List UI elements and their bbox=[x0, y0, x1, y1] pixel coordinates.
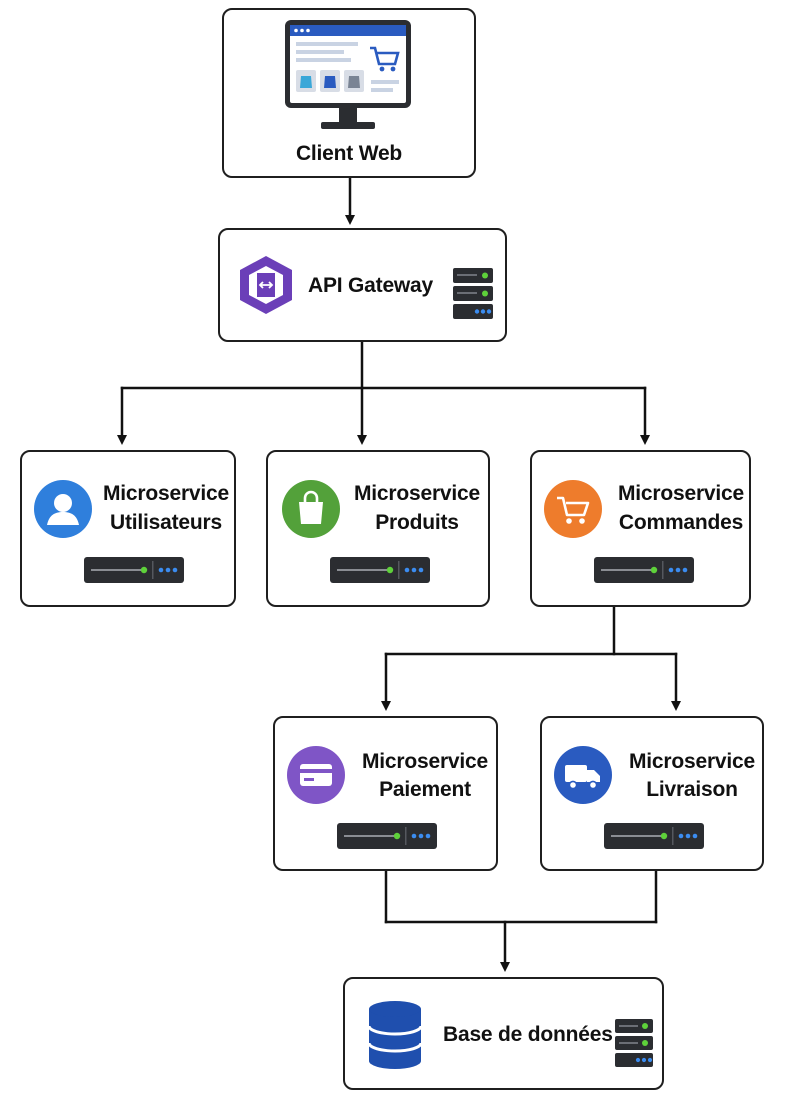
client-web-node: Client Web bbox=[222, 8, 476, 178]
api-gateway-hexagon-icon bbox=[240, 256, 292, 314]
user-icon bbox=[34, 480, 92, 538]
paiement-title-line1: Microservice bbox=[361, 750, 488, 773]
server-stack-icon bbox=[453, 268, 493, 319]
delivery-truck-icon bbox=[554, 746, 612, 804]
cart-icon bbox=[544, 480, 602, 538]
commandes-service-node: Microservice Commandes bbox=[530, 450, 751, 607]
produits-title-line2: Produits bbox=[375, 511, 459, 534]
livraison-title-line1: Microservice bbox=[628, 750, 755, 773]
livraison-service-node: Microservice Livraison bbox=[540, 716, 764, 871]
api-gateway-title: API Gateway bbox=[308, 274, 434, 297]
utilisateurs-service-node: Microservice Utilisateurs bbox=[20, 450, 236, 607]
database-node: Base de données bbox=[343, 977, 664, 1090]
paiement-service-node: Microservice Paiement bbox=[273, 716, 498, 871]
server-unit-icon bbox=[604, 823, 704, 849]
produits-title-line1: Microservice bbox=[353, 482, 480, 505]
database-title: Base de données bbox=[443, 1023, 613, 1046]
monitor-shop-icon bbox=[285, 20, 411, 129]
server-unit-icon bbox=[594, 557, 694, 583]
utilisateurs-title-line1: Microservice bbox=[102, 482, 229, 505]
commandes-title-line2: Commandes bbox=[618, 511, 744, 534]
shopping-bag-icon bbox=[282, 480, 340, 538]
paiement-title-line2: Paiement bbox=[379, 778, 471, 801]
server-unit-icon bbox=[84, 557, 184, 583]
server-unit-icon bbox=[337, 823, 437, 849]
credit-card-icon bbox=[287, 746, 345, 804]
database-icon bbox=[367, 1001, 423, 1069]
api-gateway-node: API Gateway bbox=[218, 228, 507, 342]
livraison-title-line2: Livraison bbox=[646, 778, 738, 801]
server-stack-icon bbox=[615, 1019, 653, 1067]
produits-service-node: Microservice Produits bbox=[266, 450, 490, 607]
utilisateurs-title-line2: Utilisateurs bbox=[110, 511, 222, 534]
server-unit-icon bbox=[330, 557, 430, 583]
commandes-title-line1: Microservice bbox=[617, 482, 744, 505]
client-web-title: Client Web bbox=[295, 142, 403, 165]
